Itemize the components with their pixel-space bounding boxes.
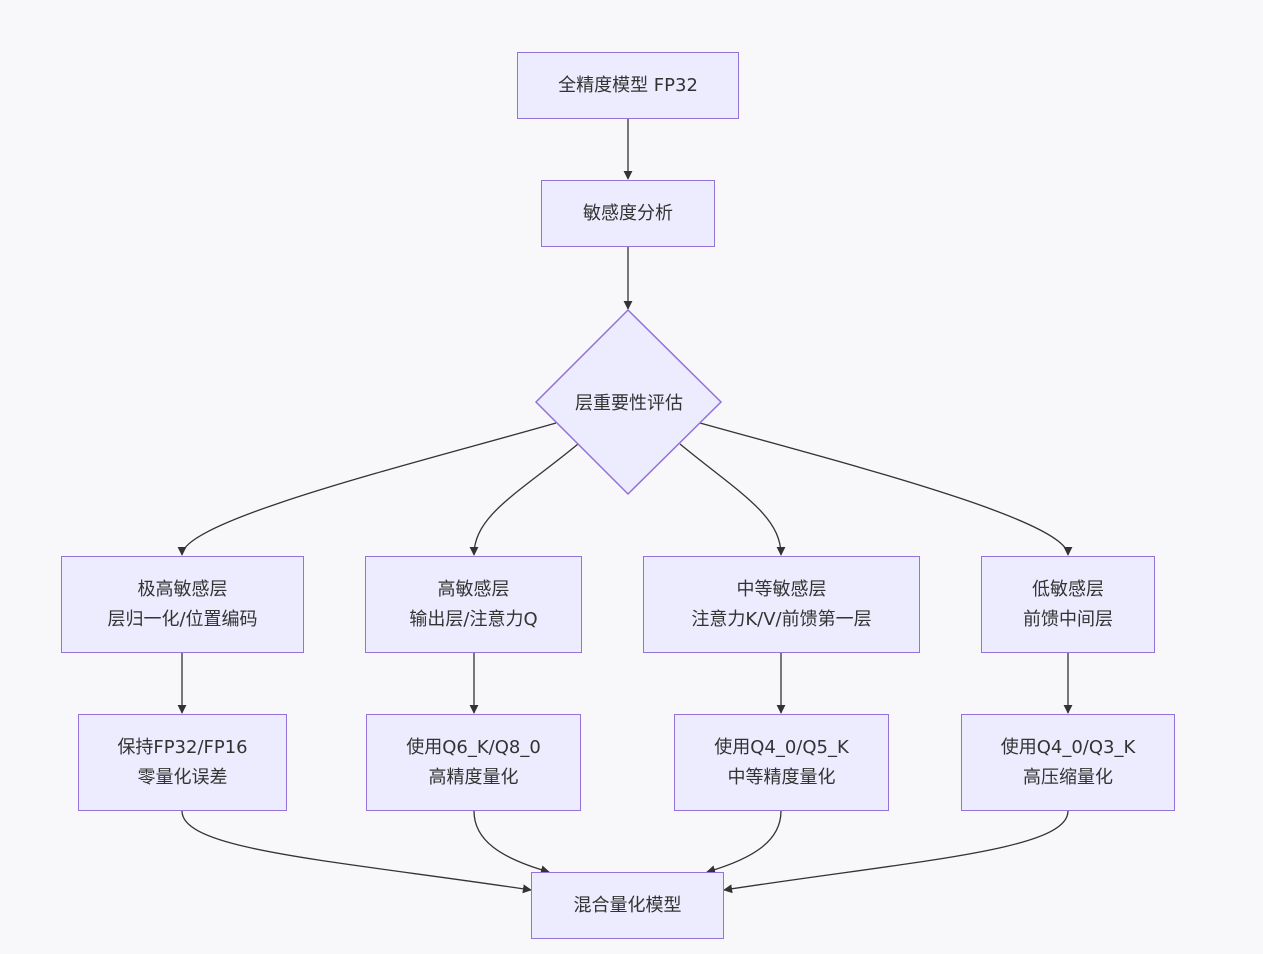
node-very-high-detail: 层归一化/位置编码 xyxy=(107,608,258,630)
node-sensitivity-analysis: 敏感度分析 xyxy=(541,180,715,247)
node-low-sensitivity: 低敏感层 前馈中间层 xyxy=(981,556,1155,653)
node-layer-importance-label: 层重要性评估 xyxy=(575,393,683,414)
node-very-high-title: 极高敏感层 xyxy=(137,578,228,600)
edge-q6q8-to-mixed xyxy=(473,810,550,875)
edge-importance-to-very-high xyxy=(177,422,557,556)
node-medium-detail: 注意力K/V/前馈第一层 xyxy=(691,608,872,630)
node-medium-title: 中等敏感层 xyxy=(736,578,827,600)
edge-keep-to-mixed xyxy=(181,810,532,894)
node-keep-fp: 保持FP32/FP16 零量化误差 xyxy=(78,714,287,811)
node-layer-importance: 层重要性评估 xyxy=(536,309,722,495)
node-q4-q3-title: 使用Q4_0/Q3_K xyxy=(1000,736,1136,758)
node-mixed-model: 混合量化模型 xyxy=(531,872,724,939)
node-mixed-model-label: 混合量化模型 xyxy=(573,894,682,916)
node-keep-fp-title: 保持FP32/FP16 xyxy=(117,736,248,758)
node-low-detail: 前馈中间层 xyxy=(1023,608,1113,630)
edge-importance-to-medium xyxy=(679,443,786,556)
node-q6-q8-title: 使用Q6_K/Q8_0 xyxy=(406,736,541,758)
layer-importance-diamond xyxy=(534,308,723,496)
node-q4-q5-title: 使用Q4_0/Q5_K xyxy=(714,736,849,758)
node-q4-q3-detail: 高压缩量化 xyxy=(1023,766,1113,788)
edge-importance-to-low xyxy=(699,422,1073,556)
node-fp32-model: 全精度模型 FP32 xyxy=(517,52,739,119)
node-q6-q8: 使用Q6_K/Q8_0 高精度量化 xyxy=(366,714,581,811)
node-high-detail: 输出层/注意力Q xyxy=(409,608,538,630)
node-high-sensitivity: 高敏感层 输出层/注意力Q xyxy=(365,556,582,653)
node-keep-fp-detail: 零量化误差 xyxy=(137,766,228,788)
node-q6-q8-detail: 高精度量化 xyxy=(428,766,519,788)
node-medium-sensitivity: 中等敏感层 注意力K/V/前馈第一层 xyxy=(643,556,920,653)
edge-q4q3-to-mixed xyxy=(723,810,1069,894)
node-sensitivity-analysis-label: 敏感度分析 xyxy=(583,202,673,224)
edge-q4q5-to-mixed xyxy=(706,810,782,875)
node-high-title: 高敏感层 xyxy=(437,578,510,600)
node-q4-q5: 使用Q4_0/Q5_K 中等精度量化 xyxy=(674,714,889,811)
node-very-high-sensitivity: 极高敏感层 层归一化/位置编码 xyxy=(61,556,304,653)
node-q4-q5-detail: 中等精度量化 xyxy=(727,766,836,788)
node-fp32-model-label: 全精度模型 FP32 xyxy=(558,74,698,96)
node-low-title: 低敏感层 xyxy=(1032,578,1104,600)
edge-importance-to-high xyxy=(469,443,579,556)
node-q4-q3: 使用Q4_0/Q3_K 高压缩量化 xyxy=(961,714,1175,811)
